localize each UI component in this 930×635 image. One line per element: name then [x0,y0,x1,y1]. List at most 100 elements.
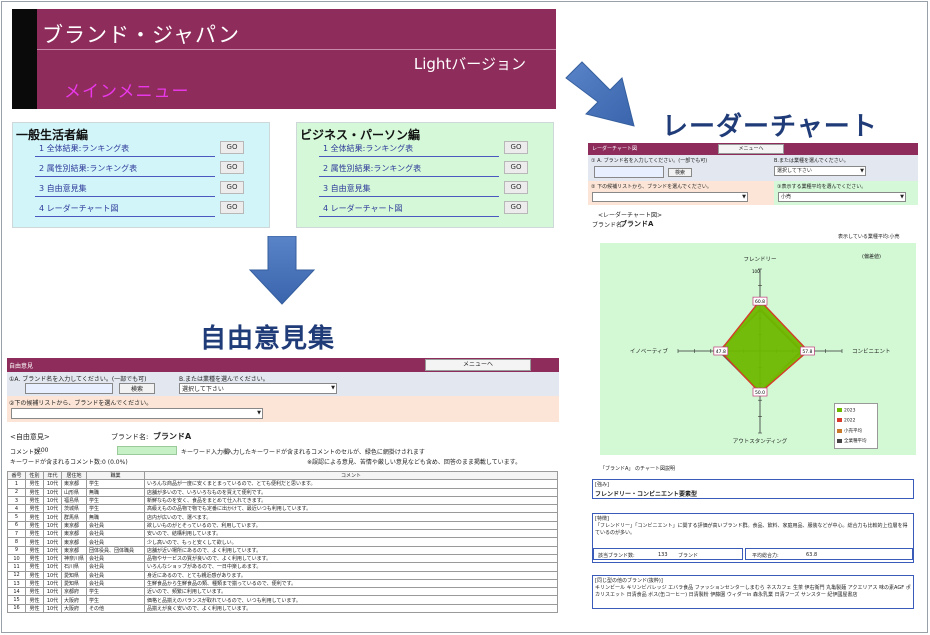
table-cell: 男性 [25,520,44,531]
radar-candidate-section: ② 下の候補リストから、ブランドを選んでください。 ▼ [588,181,774,205]
table-cell: 大阪府 [60,595,88,605]
legend-swatch [837,438,842,443]
table-cell: 会社員 [86,537,146,547]
svg-text:60.8: 60.8 [755,299,765,305]
table-cell: 10代 [43,529,62,539]
same-brands-box: [同じ型の他のブランド(抜粋)] キリンビール キリンビバレッジ エバラ食品 フ… [592,575,914,609]
table-cell: 高級えものの品物で物でも定番に出かけて、最近いつも利用しています。 [144,504,558,514]
table-cell: 男性 [25,479,44,489]
go-button[interactable]: GO [220,181,244,194]
general-menu-item[interactable]: 3 自由意見集 [35,183,215,197]
table-cell: 2 [7,487,26,497]
table-cell: 京都府 [60,587,88,597]
radar-heading: <レーダーチャート図> [598,212,662,219]
table-cell: 愛知県 [60,578,88,589]
table-cell: 4 [7,504,26,514]
search-button[interactable]: 検索 [119,383,155,394]
industry-average-select[interactable]: 小売▼ [778,192,906,202]
chevron-down-icon: ▼ [900,194,904,200]
table-cell: 10代 [43,570,62,580]
business-menu-item[interactable]: 3 自由意見集 [319,183,499,197]
industry-select-value: 選択して下さい [182,386,224,393]
business-person-title: ビジネス・パーソン編 [300,128,421,142]
keyword-input-label: キーワード入力欄 [181,449,230,456]
table-cell: 会社員 [86,578,146,589]
column-header: 番号 [7,470,26,481]
go-button[interactable]: GO [504,161,528,174]
table-cell: 男性 [25,529,44,539]
brand-label: ブランド名: [592,222,625,229]
strength-box: [強み] フレンドリー・コンビニエント要素型 [592,479,914,499]
table-cell: 10代 [43,595,62,605]
go-button[interactable]: GO [504,141,528,154]
general-menu-item[interactable]: 2 属性別結果:ランキング表 [35,163,215,177]
table-cell: 男性 [25,537,44,547]
brand-candidate-select[interactable]: ▼ [592,192,748,202]
go-button[interactable]: GO [220,201,244,214]
industry-select[interactable]: 選択して下さい▼ [774,166,866,176]
feature-box: [特徴] 「フレンドリー」「コンビニエント」に関する評価が高いブランド群。食品、… [592,513,914,563]
radar-value-label: 47.8 [713,346,729,356]
business-menu-item[interactable]: 2 属性別結果:ランキング表 [319,163,499,177]
comment-count: 200 [37,447,49,454]
business-menu-item[interactable]: 4 レーダーチャート図 [319,203,499,217]
radar-search-section: ① A. ブランド名を入力してください。(一部でも可) B.または業種を選んでく… [588,155,918,181]
svg-text:57.8: 57.8 [802,349,812,355]
table-cell: 東京都 [60,545,88,555]
column-header: 性別 [25,470,44,481]
table-cell: 13 [7,578,26,589]
table-cell: 男性 [25,504,44,514]
table-cell: 男性 [25,570,44,580]
table-cell: 10代 [43,603,62,614]
legend-label: 小売平均 [844,429,862,434]
table-cell: 団体役員、団体職員 [86,545,146,555]
table-cell: 男性 [25,587,44,597]
radar-title-bar: レーダーチャート図 メニューへ [588,143,918,155]
brand-count: 133 [658,552,668,558]
table-cell: 山形県 [60,487,88,497]
step1b-label: B.または業種を選んでください。 [179,376,269,383]
table-cell: 無職 [86,487,146,497]
general-menu-item[interactable]: 4 レーダーチャート図 [35,203,215,217]
search-button[interactable]: 検索 [668,168,692,177]
brand-search-input[interactable] [25,383,113,394]
arrow-down-icon [248,236,316,305]
table-cell: 8 [7,537,26,547]
go-button[interactable]: GO [220,141,244,154]
general-consumer-title: 一般生活者編 [16,128,89,142]
menu-button[interactable]: メニューへ [718,144,784,154]
opinion-title: 自由意見 [9,363,34,370]
table-cell: 会社員 [86,529,146,539]
industry-select[interactable]: 選択して下さい▼ [179,383,337,394]
opinion-title-bar: 自由意見 メニューへ [7,358,559,372]
table-cell: 会社員 [86,562,146,572]
brand-candidate-select[interactable]: ▼ [11,408,263,419]
table-cell: 男性 [25,487,44,497]
column-header: 居住地 [60,470,88,481]
opinion-heading: <自由意見> [10,433,50,441]
menu-button[interactable]: メニューへ [425,359,531,371]
legend-swatch [837,408,842,412]
general-menu-item[interactable]: 1 全体結果:ランキング表 [35,143,215,157]
keyword-input[interactable] [117,446,177,455]
go-button[interactable]: GO [220,161,244,174]
table-header-row: 番号 性別 年代 居住地 職業 コメント [7,470,558,481]
table-cell: 男性 [25,595,44,605]
radar-axis-label: フレンドリー [743,256,776,263]
go-button[interactable]: GO [504,181,528,194]
business-menu-item[interactable]: 1 全体結果:ランキング表 [319,143,499,157]
table-cell: 近いので、頻繁に利用しています。 [144,587,558,597]
go-button[interactable]: GO [504,201,528,214]
brand-search-input[interactable] [594,166,664,178]
table-cell: 店内が広いので、選べます。 [144,512,558,522]
table-cell: 東京都 [60,529,88,539]
app-version: Lightバージョン [413,55,526,73]
table-cell: 会社員 [86,570,146,580]
table-cell: 10代 [43,479,62,489]
